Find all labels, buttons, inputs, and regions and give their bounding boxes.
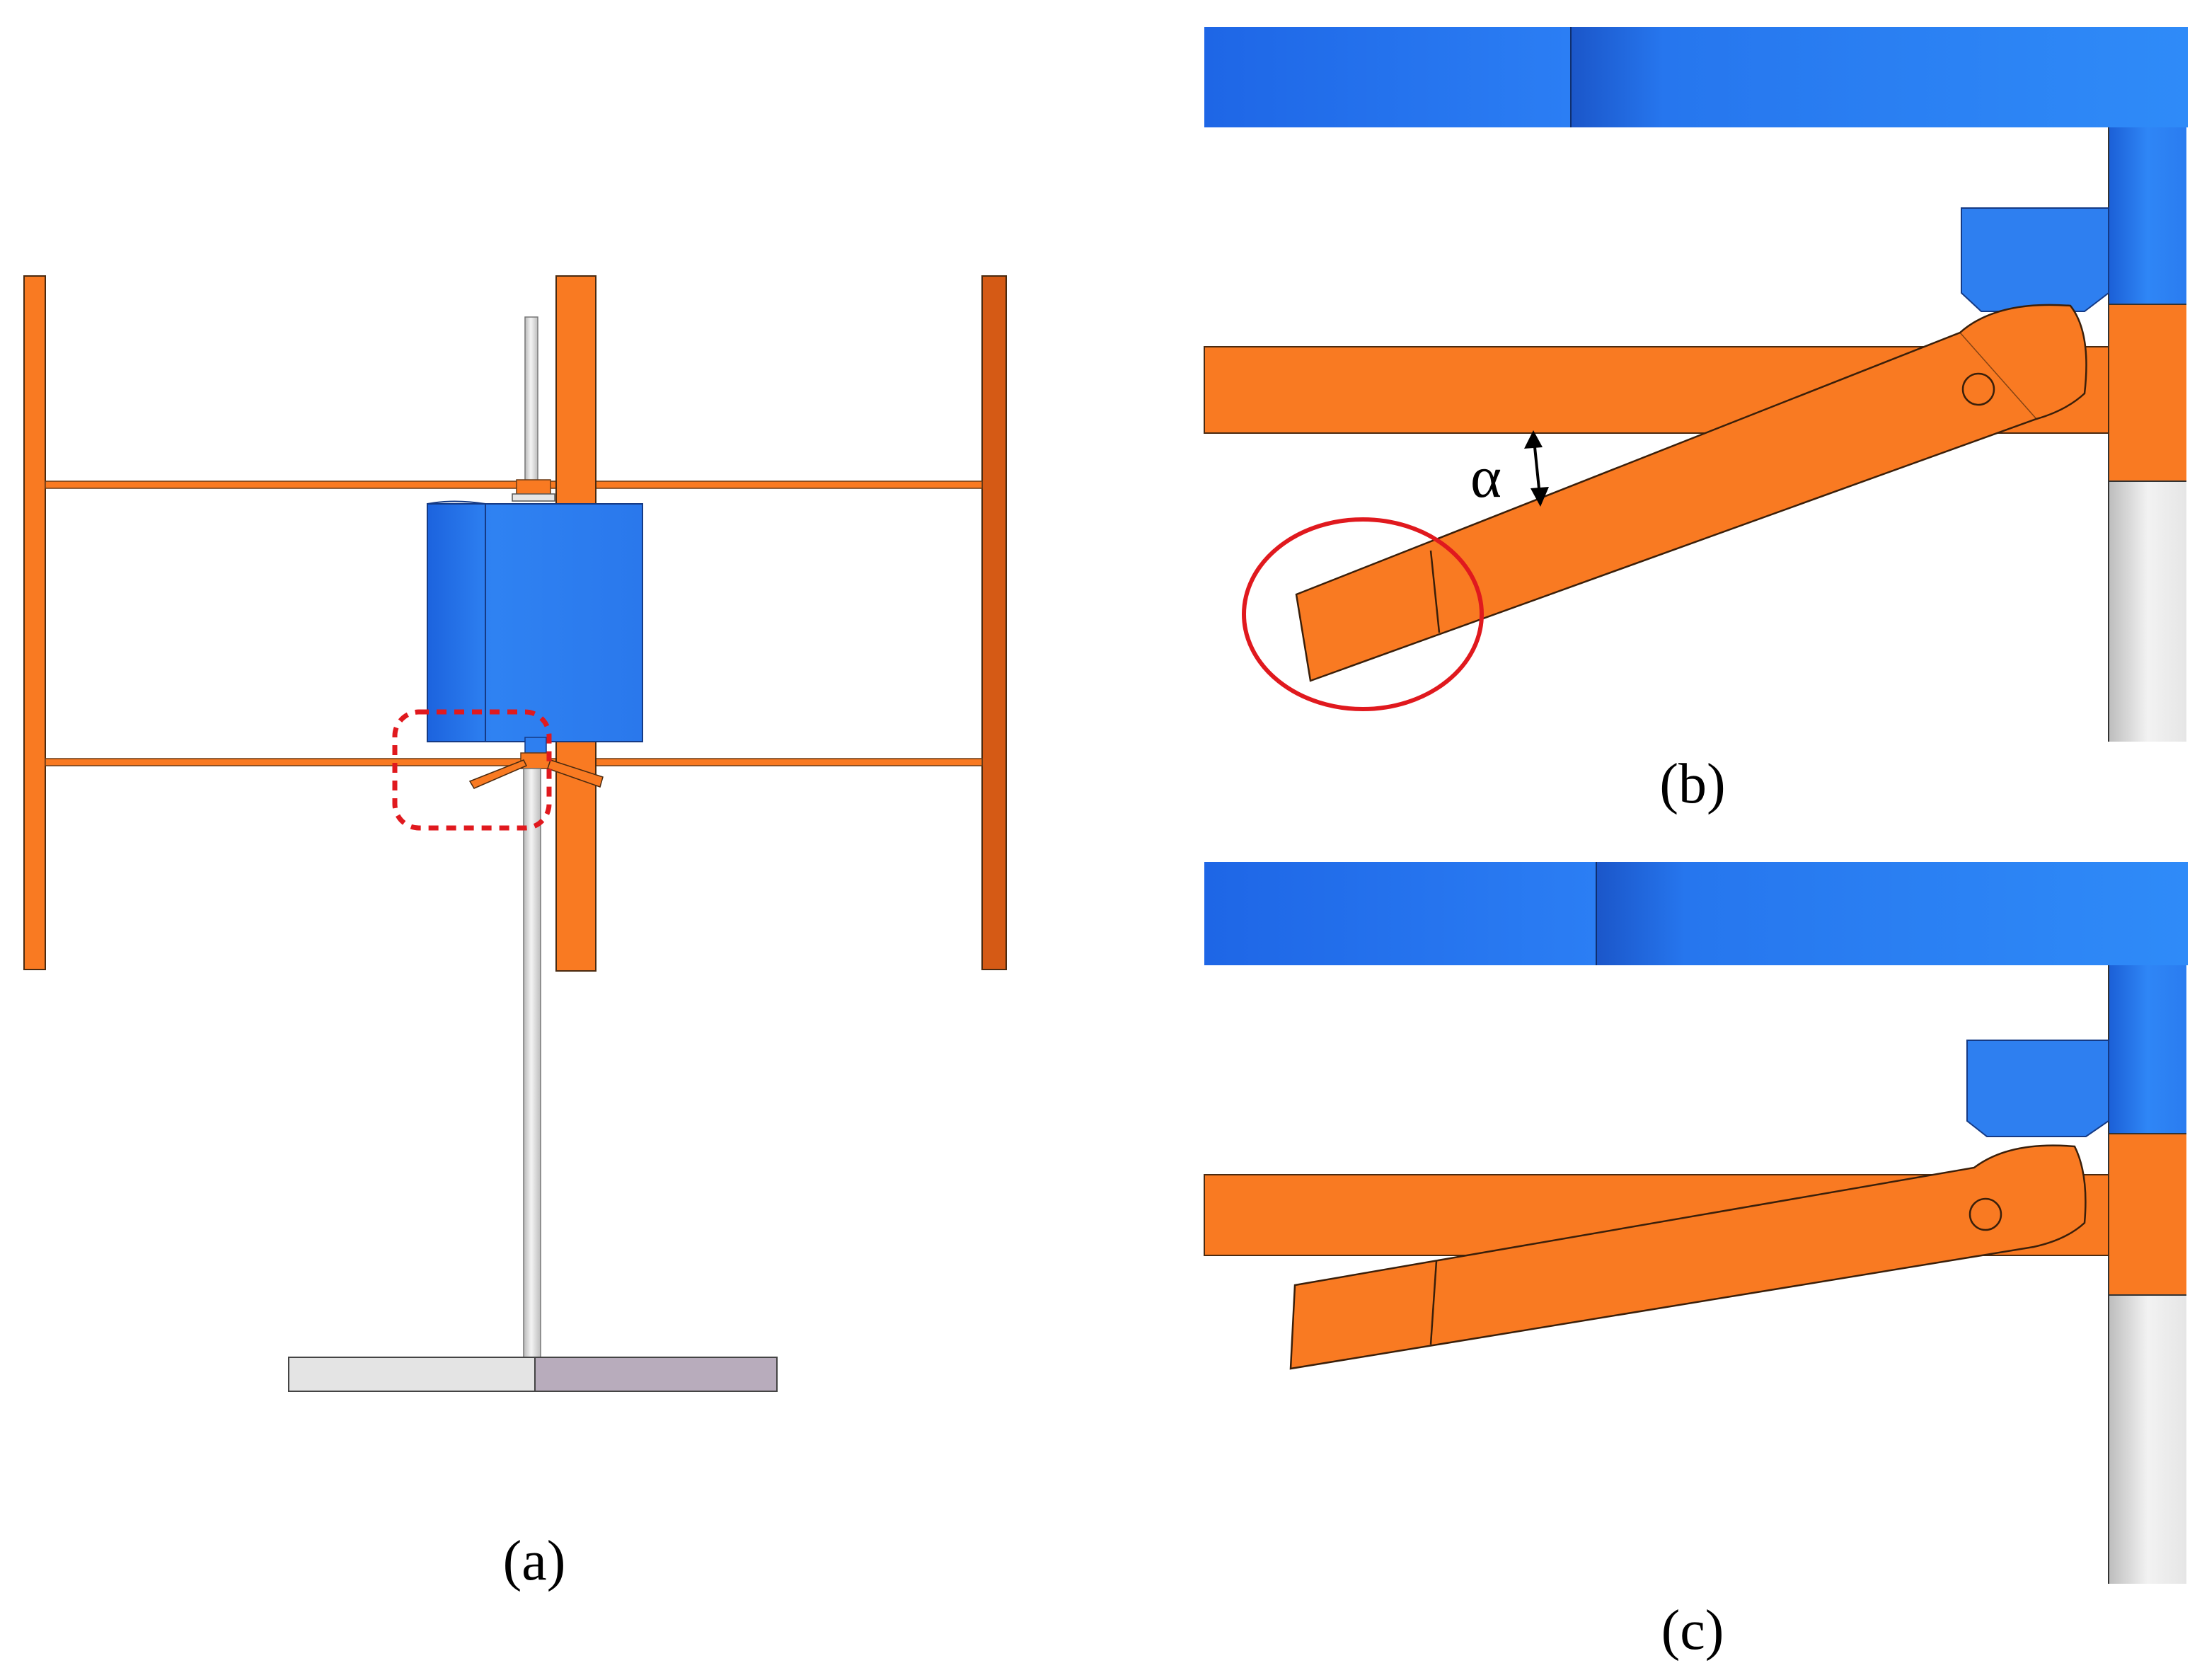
left-blade [23,275,46,970]
upper-hub [516,479,551,496]
panel-c: (c) [1204,862,2188,1662]
post-gray [2109,481,2186,742]
stop-block [1961,207,2109,312]
post-blue [2109,127,2186,304]
upper-rotor-bar-left [1204,27,1571,127]
lower-hub-blue [524,737,547,754]
post-blue-c [2109,965,2186,1134]
upper-rotor-bar-left-c [1204,862,1596,965]
base-left [288,1357,536,1392]
shaft-top [524,316,538,488]
angle-arrow [1524,430,1549,507]
flap-b [1295,304,2087,682]
right-flap [547,759,604,788]
label-b: (b) [1659,753,1725,815]
upper-rotor-bar-right [1571,27,2188,127]
post-orange-c [2109,1134,2186,1295]
tower [523,768,541,1358]
label-a: (a) [503,1530,566,1592]
hinge-pin-c [1968,1197,2002,1231]
stop-block-c [1966,1040,2109,1137]
right-blade [981,275,1007,970]
angle-alpha: α [1470,444,1501,510]
upper-arm [45,481,983,489]
highlight-box [392,709,552,831]
flap-c [1289,1144,2087,1370]
label-c: (c) [1661,1599,1724,1662]
left-flap [468,759,528,789]
flap-tip-highlight [1242,517,1484,711]
post-orange [2109,304,2186,481]
rotor-cylinder [427,503,643,742]
upper-ring [512,493,555,502]
panel-b: α (b) [1204,27,2188,815]
base-right [534,1357,778,1392]
post-gray-c [2109,1295,2186,1584]
panel-a: (a) [23,275,1007,1592]
hinge-pin-b [1961,372,1995,406]
upper-rotor-bar-right-c [1596,862,2188,965]
